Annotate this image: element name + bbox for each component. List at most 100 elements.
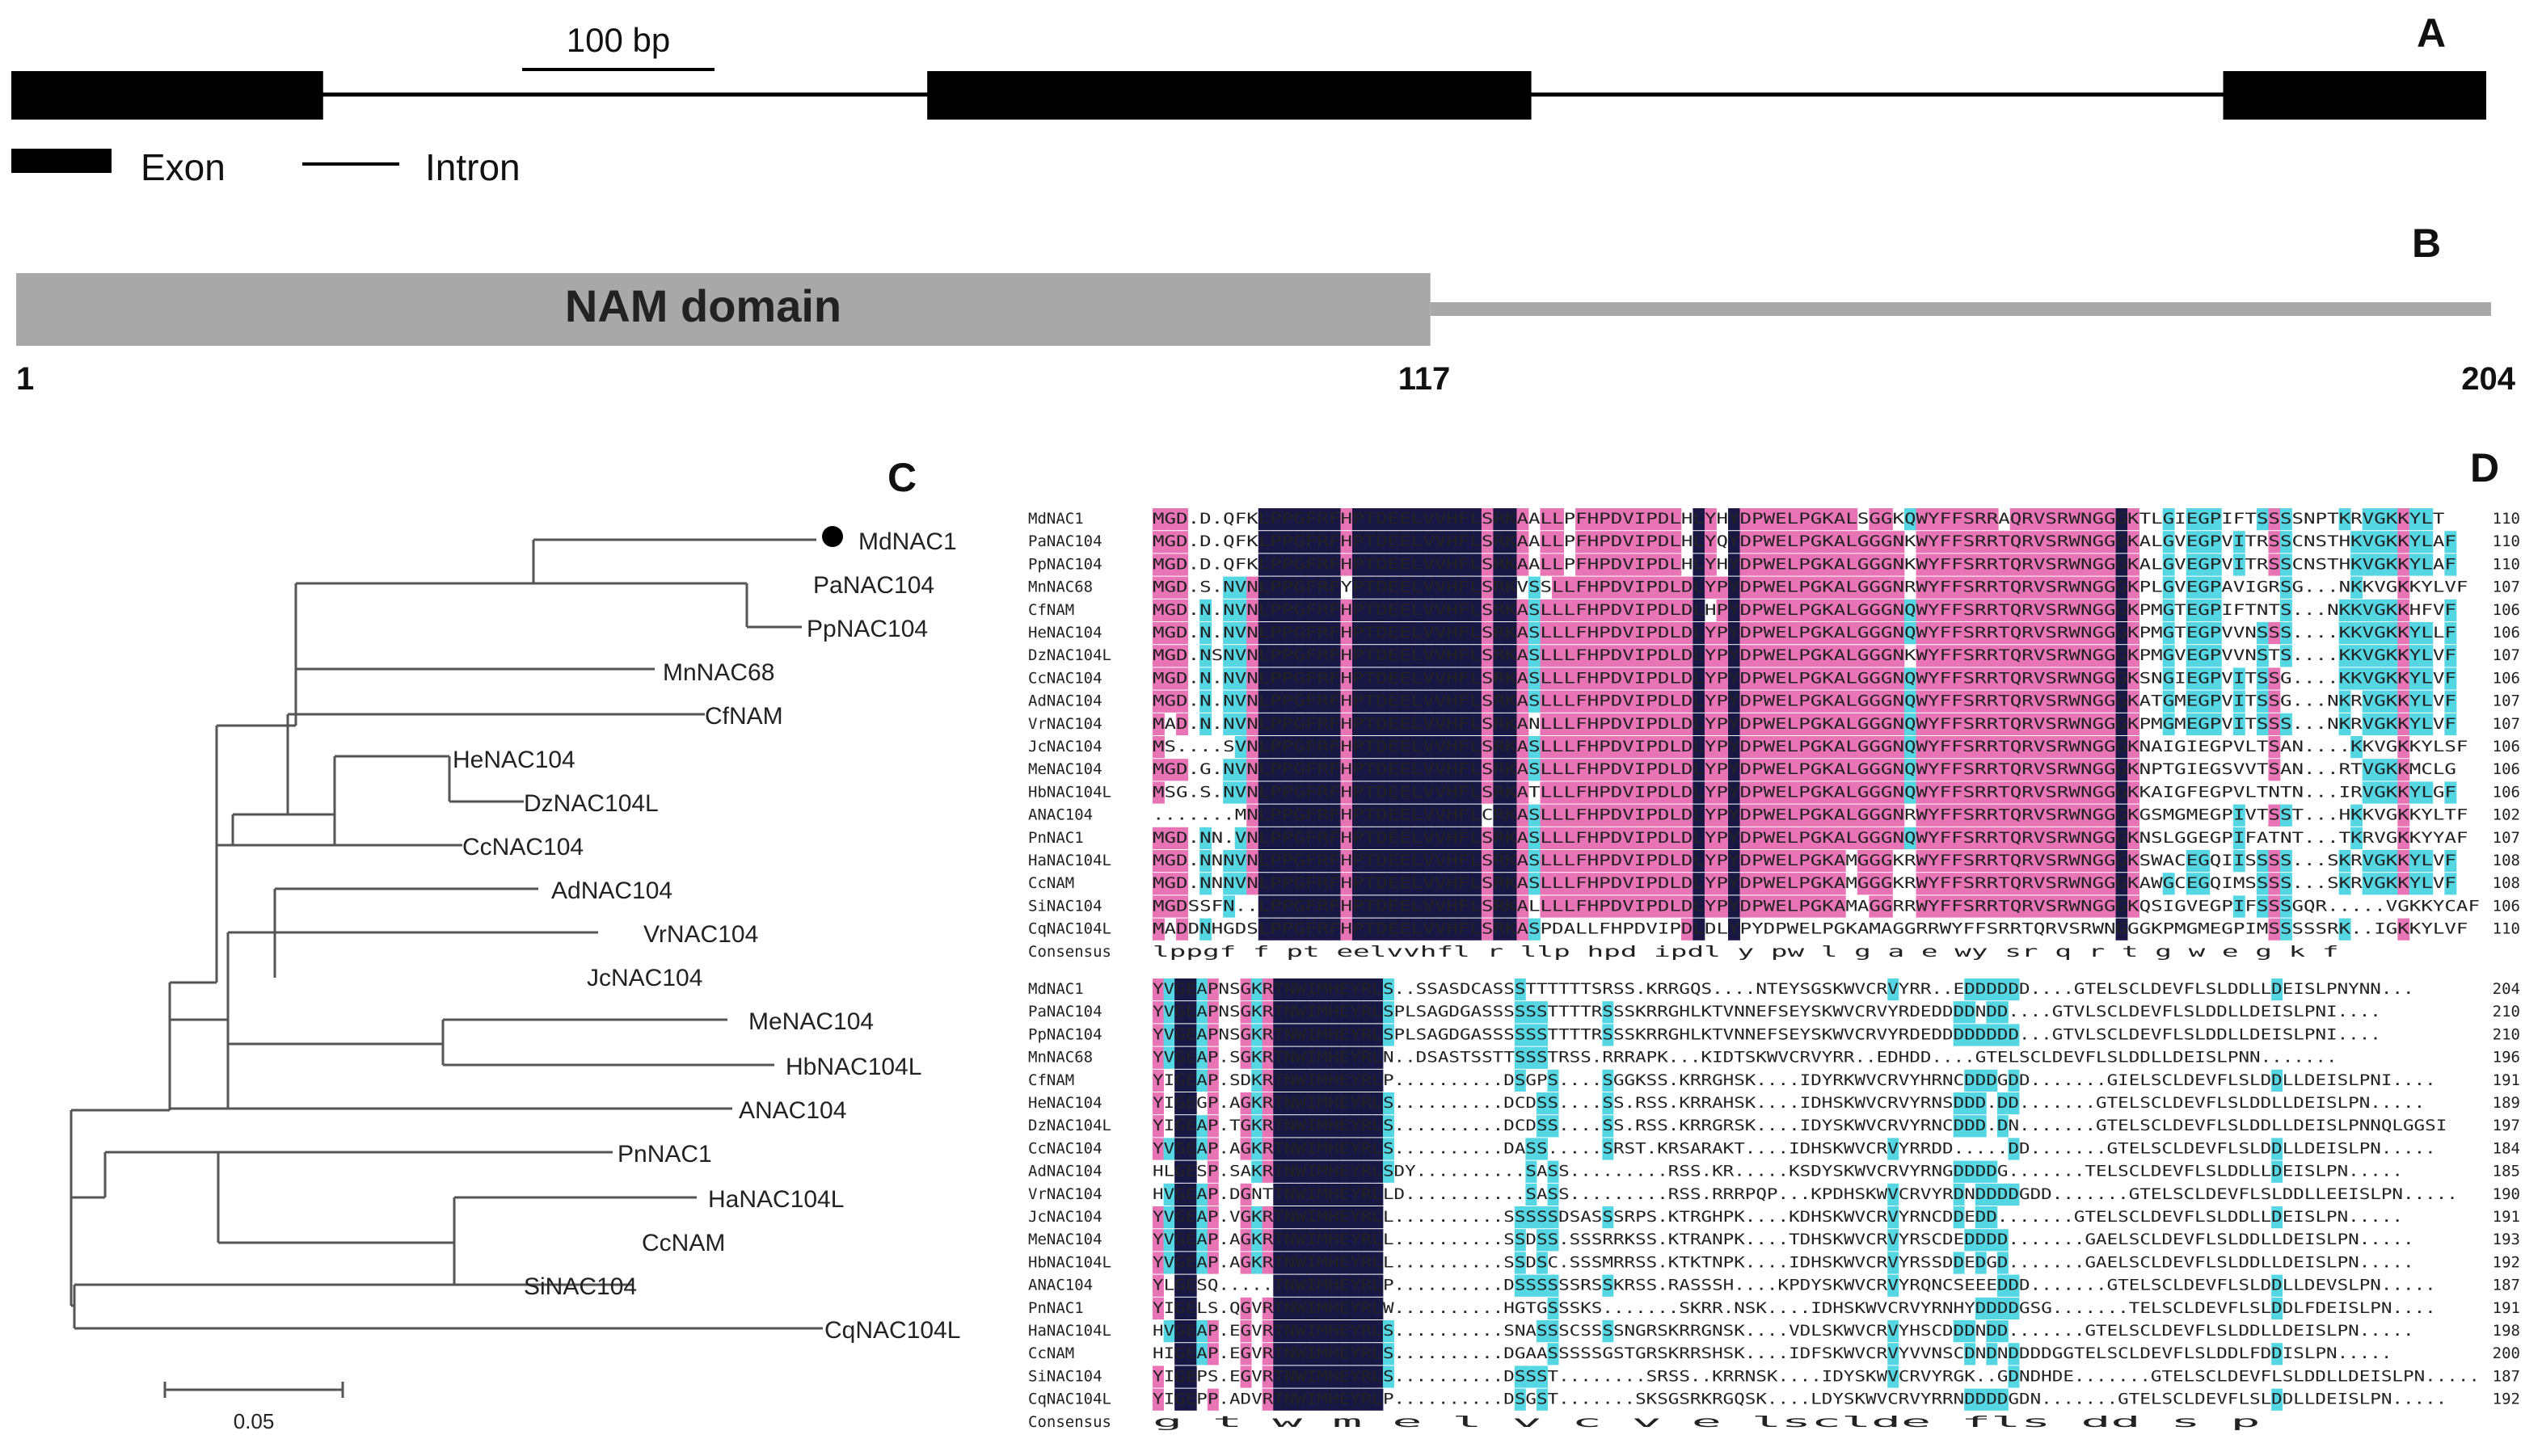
residue-shade bbox=[1916, 508, 1929, 531]
residue-shade bbox=[2009, 508, 2022, 531]
residue-shade bbox=[1916, 599, 1929, 621]
residue-shade bbox=[1986, 531, 1999, 553]
residue-shade bbox=[1516, 508, 1529, 531]
residue-shade bbox=[1634, 622, 1646, 645]
residue-shade bbox=[1376, 622, 1389, 645]
residue-shade bbox=[1693, 599, 1705, 621]
residue-shade bbox=[2397, 690, 2410, 713]
residue-shade bbox=[1951, 690, 1964, 713]
residue-shade bbox=[1423, 667, 1435, 690]
residue-shade bbox=[1563, 622, 1576, 645]
residue-shade bbox=[1646, 576, 1659, 599]
residue-shade bbox=[1317, 531, 1330, 553]
residue-shade bbox=[1481, 667, 1494, 690]
residue-shade bbox=[1457, 553, 1470, 576]
alignment-seq-text: YVGEAP.SGKRTNWIMHEYRLN..DSASTSSTTSSSTRSS… bbox=[1153, 1049, 2338, 1067]
residue-shade bbox=[2162, 667, 2175, 690]
alignment-seq-text: MSG.S.NVNLPPGFRFHPTDEELVVHFLSRKATLLLFHPD… bbox=[1153, 783, 2456, 801]
residue-shade bbox=[1610, 531, 1623, 553]
residue-shade bbox=[1763, 622, 1776, 645]
residue-shade bbox=[1587, 645, 1600, 667]
alignment-seq-text: YVGEAP.VGKRTNWIMHEYRLL..........SSSSSDSA… bbox=[1153, 1208, 2403, 1226]
residue-shade bbox=[1493, 667, 1506, 690]
residue-shade bbox=[2421, 667, 2434, 690]
residue-shade bbox=[1634, 667, 1646, 690]
residue-shade bbox=[2021, 553, 2034, 576]
residue-shade bbox=[2338, 690, 2351, 713]
tree-branches bbox=[70, 538, 823, 1330]
alignment-row-end: 189 bbox=[2493, 1094, 2520, 1112]
tree-leaf-sinac104: SiNAC104 bbox=[524, 1273, 637, 1300]
residue-shade bbox=[2092, 531, 2105, 553]
residue-shade bbox=[1939, 553, 1952, 576]
residue-shade bbox=[1328, 690, 1341, 713]
residue-shade bbox=[1716, 622, 1729, 645]
alignment-row-anac104: YLGESQ.....TNWIMHEYRLP..........DSSSSSSR… bbox=[1153, 1274, 2436, 1297]
residue-shade bbox=[1669, 599, 1682, 621]
residue-shade bbox=[1176, 553, 1188, 576]
residue-shade bbox=[2209, 599, 2222, 621]
residue-shade bbox=[1822, 553, 1835, 576]
residue-shade bbox=[1446, 622, 1459, 645]
alignment-row-panac104: MGD.D.QFKLPPGFRFHPTDEELVVHFLSRKAALLPFHPD… bbox=[1153, 531, 2457, 553]
consensus-label: Consensus bbox=[1028, 1413, 1111, 1431]
residue-shade bbox=[1646, 531, 1659, 553]
residue-shade bbox=[1446, 667, 1459, 690]
residue-shade bbox=[2256, 645, 2269, 667]
alignment-seq-text: YVGEAPNSGKRTNWIMHEYRLS..SSASDCASSSTTTTTT… bbox=[1153, 980, 2414, 998]
residue-shade bbox=[1340, 690, 1353, 713]
residue-shade bbox=[1951, 599, 1964, 621]
residue-shade bbox=[1563, 667, 1576, 690]
residue-shade bbox=[1223, 645, 1236, 667]
residue-shade bbox=[1317, 667, 1330, 690]
residue-shade bbox=[2209, 622, 2222, 645]
alignment-seq-name: HaNAC104L bbox=[1028, 852, 1111, 869]
residue-shade bbox=[1869, 622, 1882, 645]
residue-shade bbox=[2056, 622, 2069, 645]
residue-shade bbox=[1775, 690, 1788, 713]
residue-shade bbox=[1833, 645, 1846, 667]
residue-shade bbox=[2127, 553, 2140, 576]
residue-shade bbox=[1951, 576, 1964, 599]
residue-shade bbox=[1975, 508, 1988, 531]
residue-shade bbox=[1775, 622, 1788, 645]
residue-shade bbox=[1962, 667, 1975, 690]
residue-shade bbox=[1399, 667, 1412, 690]
residue-shade bbox=[1516, 622, 1529, 645]
residue-shade bbox=[1951, 667, 1964, 690]
alignment-row-vrnac104: HVGEAP.DGNTTNWIMHEYRLLD...........SASS..… bbox=[1153, 1183, 2458, 1206]
residue-shade bbox=[1352, 553, 1364, 576]
panel-label-b: B bbox=[2412, 221, 2441, 266]
residue-shade bbox=[1998, 622, 2011, 645]
alignment-row-end: 106 bbox=[2493, 897, 2520, 915]
residue-shade bbox=[1587, 553, 1600, 576]
alignment-row-end: 106 bbox=[2493, 783, 2520, 801]
alignment-seq-text: .......MNLPPGFRFHPTDEELVVHFLCRKASLLLFHPD… bbox=[1153, 806, 2468, 824]
residue-shade bbox=[1281, 531, 1294, 553]
residue-shade bbox=[1457, 531, 1470, 553]
residue-shade bbox=[1328, 531, 1341, 553]
residue-shade bbox=[1622, 531, 1635, 553]
residue-shade bbox=[1153, 713, 1165, 735]
alignment-seq-name: JcNAC104 bbox=[1028, 738, 1102, 755]
alignment-seq-text: YVGEAP.AGKRTNWIMHEYRLL..........SSDSS.SS… bbox=[1153, 1231, 2414, 1248]
residue-shade bbox=[2268, 690, 2281, 713]
residue-shade bbox=[1599, 553, 1612, 576]
residue-shade bbox=[1376, 531, 1389, 553]
residue-shade bbox=[1739, 690, 1752, 713]
residue-shade bbox=[1798, 622, 1811, 645]
residue-shade bbox=[2397, 531, 2410, 553]
residue-shade bbox=[1587, 576, 1600, 599]
alignment-seq-name: SiNAC104 bbox=[1028, 897, 1102, 915]
alignment-row-pnnac1: YIGELS.QGVRTNWIMHEYRLW..........HGTGSSSK… bbox=[1153, 1297, 2436, 1319]
tree-leaf-jcnac104: JcNAC104 bbox=[587, 965, 702, 991]
residue-shade bbox=[1680, 622, 1693, 645]
residue-shade bbox=[1869, 645, 1882, 667]
residue-shade bbox=[1423, 599, 1435, 621]
residue-shade bbox=[1869, 553, 1882, 576]
alignment-row-hanac104l: MGD.NNNVNLPPGFRFHPTDEELVVHFLSRKASLLLFHPD… bbox=[1153, 850, 2457, 873]
residue-shade bbox=[1669, 508, 1682, 531]
residue-shade bbox=[1528, 576, 1541, 599]
residue-shade bbox=[1176, 508, 1188, 531]
